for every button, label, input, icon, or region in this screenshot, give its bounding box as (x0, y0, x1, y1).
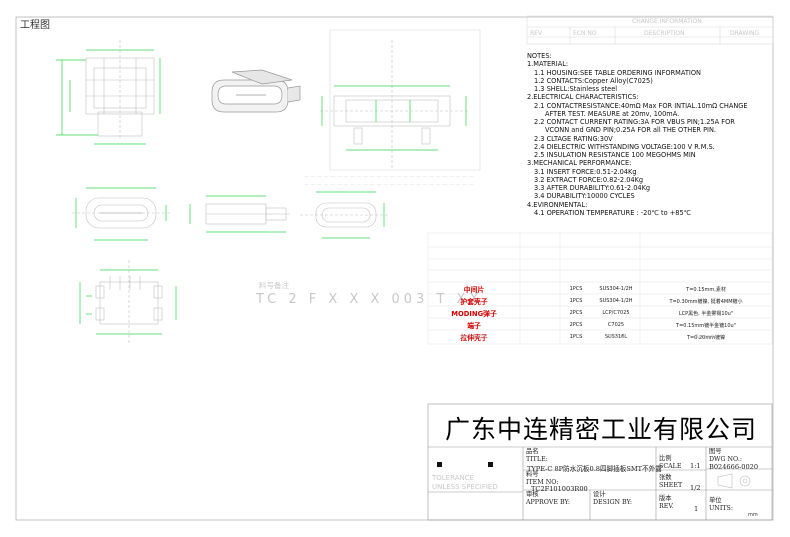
material-cell-remark: T=0.15mm,素材 (686, 287, 726, 293)
title-block-grid (427, 403, 773, 521)
material-cell-remark: T=0.30mm镀镍, 挺着4MM镀小 (669, 299, 743, 305)
material-cell-material: LCP/C7025 (602, 310, 630, 316)
material-cell-name: 端子 (467, 322, 481, 330)
tab-label[interactable]: 工程图 (20, 20, 50, 31)
isometric-view (211, 69, 301, 113)
front-view-dims (75, 187, 167, 241)
units-label: 单位 UNITS: (709, 497, 733, 512)
note-line: 2.1 CONTACTRESISTANCE:40mΩ Max FOR INTIA… (534, 101, 748, 110)
material-table-grid (427, 232, 773, 345)
design-label: 设计 DESIGN BY: (593, 491, 633, 506)
note-line: 2.ELECTRICAL CHARACTERISTICS: (527, 93, 639, 102)
small-squares (437, 462, 493, 467)
part-number-code: TC 2 F X X X 003 T XX (256, 292, 483, 307)
revision-col-rev: REV (530, 30, 543, 37)
side-view-drawing (320, 29, 481, 171)
revision-table (526, 15, 774, 45)
sheet-label: 张数 SHEET (659, 474, 683, 489)
note-line: 2.2 CONTACT CURRENT RATING:3A FOR VBUS P… (534, 118, 735, 126)
material-cell-name: 中间片 (463, 286, 485, 294)
note-line: 3.4 DURABILITY:10000 CYCLES (534, 192, 635, 201)
pcb-footprint-dims (79, 269, 177, 335)
note-line: NOTES: (527, 52, 552, 60)
material-cell-material: SUS304-1/2H (599, 298, 633, 304)
note-line: AFTER TEST. MEASURE at 20mv, 100mA. (545, 109, 680, 118)
material-cell-qty: 2PCS (569, 322, 583, 328)
material-cell-name: 拉伸壳子 (460, 334, 488, 342)
rear-view-dims (316, 191, 385, 239)
top-view-dims (56, 49, 161, 145)
notes-block: NOTES:1.MATERIAL:1.1 HOUSING:SEE TABLE O… (527, 52, 748, 217)
rev-value: 1 (694, 505, 699, 513)
material-cell-material: SUS316L (604, 334, 628, 340)
material-cell-remark: T=0.15mm镀半金镀10u" (676, 323, 736, 329)
material-header-name: Part Name (460, 334, 488, 340)
front-view-drawing (72, 197, 170, 229)
profile-view-dims (189, 195, 286, 233)
note-line: 1.MATERIAL: (527, 60, 569, 69)
unless-specified-label: UNLESS SPECIFIED (432, 483, 498, 491)
footprint-gray-text: — — — — — — — — — — — — — — — — — — — — … (304, 174, 474, 188)
part-number-label: 料号备注 (259, 281, 289, 290)
material-header-qty: QTY (570, 334, 582, 340)
dwg-label: 图号 DWG NO.: (709, 448, 742, 463)
note-line: 1.1 HOUSING:SEE TABLE ORDERING INFORMATI… (534, 68, 701, 77)
material-cell-name: MODING弹子 (451, 310, 497, 318)
material-cell-remark: LCP黑色, 半金雾锡10u" (678, 311, 734, 317)
scale-value: 1:1 (690, 462, 701, 470)
note-line: 1.2 CONTACTS:Copper Alloy(C7025) (534, 76, 653, 85)
title-value: TYPE-C 8P防水沉板0.8四脚插板SMT不外露 (527, 465, 662, 473)
material-cell-qty: 2PCS (569, 310, 583, 316)
title-label: 品名 TITLE: (526, 448, 548, 463)
note-line: 1.3 SHELL:Stainless steel (534, 85, 618, 93)
note-line: VCONN and GND PIN;0.25A FOR all THE OTHE… (545, 126, 717, 135)
revision-change-label: CHANGE INFORMATION (632, 18, 702, 25)
material-cell-qty: 1PCS (569, 286, 583, 292)
scale-label: 比例 SCALE (659, 455, 682, 470)
material-header-remark: Remarks (695, 334, 717, 340)
sheet-value: 1/2 (690, 484, 701, 492)
item-value: TC2F101003R00 (531, 485, 588, 493)
note-line: 3.1 INSERT FORCE:0.51-2.04Kg (534, 167, 637, 176)
note-line: 2.5 INSULATION RESISTANCE 100 MEGOHMS MI… (534, 151, 696, 159)
revision-col-description: DESCRIPTION (644, 30, 685, 37)
rear-view-drawing (300, 202, 390, 228)
material-cell-qty: 1PCS (569, 298, 583, 304)
note-line: 4.EVIRONMENTAL: (527, 200, 588, 209)
drawing-border (15, 16, 774, 521)
projection-symbol (717, 473, 751, 489)
note-line: 2.3 CLTAGE RATING:30V (534, 134, 613, 143)
material-cell-qty: 1PCS (569, 334, 583, 340)
material-cell-material: SUS304-1/2H (599, 286, 633, 292)
revision-col-drawing: DRAWING (730, 30, 760, 37)
note-line: 2.4 DIELECTRIC WITHSTANDING VOLTAGE:100 … (534, 142, 715, 151)
units-value: mm (748, 512, 758, 518)
approve-label: 审核 APPROVE BY: (526, 491, 570, 506)
note-line: 4.1 OPERATION TEMPERATURE : -20℃ to +85℃ (534, 208, 692, 217)
note-line: 3.MECHANICAL PERFORMANCE: (527, 159, 632, 168)
material-cell-remark: T=0.20mm镀镍 (686, 335, 726, 341)
svg-text:— — — — — — — — — — — — — — —: — — — — — — — — — — — — — — — — — — — — … (304, 174, 474, 180)
item-label: 料号 ITEM NO: (526, 471, 559, 486)
company-name: 广东中连精密工业有限公司 (444, 415, 757, 444)
profile-view-drawing (205, 203, 290, 225)
material-cell-name: 护套壳子 (460, 298, 488, 306)
rev-label: 版本 REV. (659, 495, 674, 510)
note-line: 3.3 AFTER DURABILITY:0.61-2.04Kg (534, 184, 651, 192)
material-header-material: Material (605, 334, 627, 340)
note-line: 3.2 EXTRACT FORCE:0.82-2.04Kg (534, 175, 644, 184)
material-cell-material: C7025 (607, 322, 625, 328)
pcb-footprint-drawing (95, 260, 163, 344)
side-view-dims (321, 85, 467, 151)
dwg-value: B024666-0020 (709, 463, 759, 471)
tolerance-label: TOLERANCE (432, 474, 475, 482)
revision-col-ecn: ECN NO (573, 30, 597, 37)
svg-text:— — — — — — — — — — — — — — —: — — — — — — — — — — — — — — — — — — — — … (304, 182, 474, 188)
top-view-drawing (85, 40, 155, 140)
